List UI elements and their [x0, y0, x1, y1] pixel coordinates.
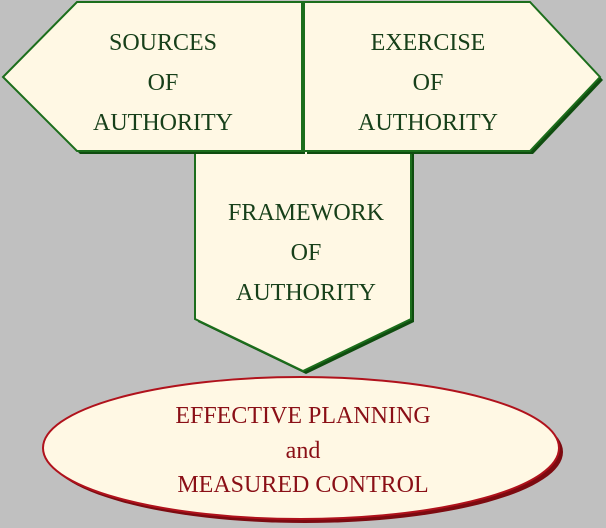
- outcome-line-3: MEASURED CONTROL: [177, 472, 428, 498]
- exercise-line-2: OF: [413, 70, 444, 96]
- outcome-line-2: and: [286, 438, 321, 464]
- outcome-node: EFFECTIVE PLANNING and MEASURED CONTROL: [42, 376, 563, 523]
- sources-line-1: SOURCES: [109, 30, 217, 56]
- sources-node: SOURCES OF AUTHORITY: [1, 1, 305, 154]
- exercise-shape: [303, 1, 602, 152]
- sources-shape: [1, 1, 303, 152]
- outcome-line-1: EFFECTIVE PLANNING: [175, 403, 430, 429]
- sources-line-2: OF: [148, 70, 179, 96]
- framework-line-3: AUTHORITY: [236, 280, 376, 306]
- exercise-line-3: AUTHORITY: [358, 110, 498, 136]
- outcome-ellipse: [42, 376, 560, 520]
- framework-node: FRAMEWORK OF AUTHORITY: [194, 148, 414, 374]
- framework-line-2: OF: [291, 240, 322, 266]
- exercise-line-1: EXERCISE: [371, 30, 486, 56]
- framework-line-1: FRAMEWORK: [228, 200, 385, 226]
- sources-line-3: AUTHORITY: [93, 110, 233, 136]
- exercise-node: EXERCISE OF AUTHORITY: [303, 1, 603, 154]
